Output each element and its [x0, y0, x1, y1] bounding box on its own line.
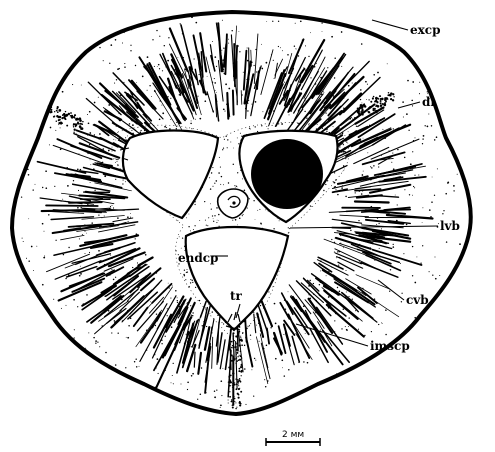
label-lvb: lvb	[440, 219, 460, 233]
scale-bar-label: 2 мм	[282, 430, 304, 440]
label-tr: tr	[230, 289, 243, 303]
label-endcp: endcp	[178, 251, 218, 265]
label-excp: excp	[410, 23, 441, 37]
label-imscp: imscp	[370, 339, 410, 353]
label-dl: dl	[422, 95, 435, 109]
label-s: s	[310, 149, 317, 163]
label-cvb: cvb	[406, 293, 429, 307]
